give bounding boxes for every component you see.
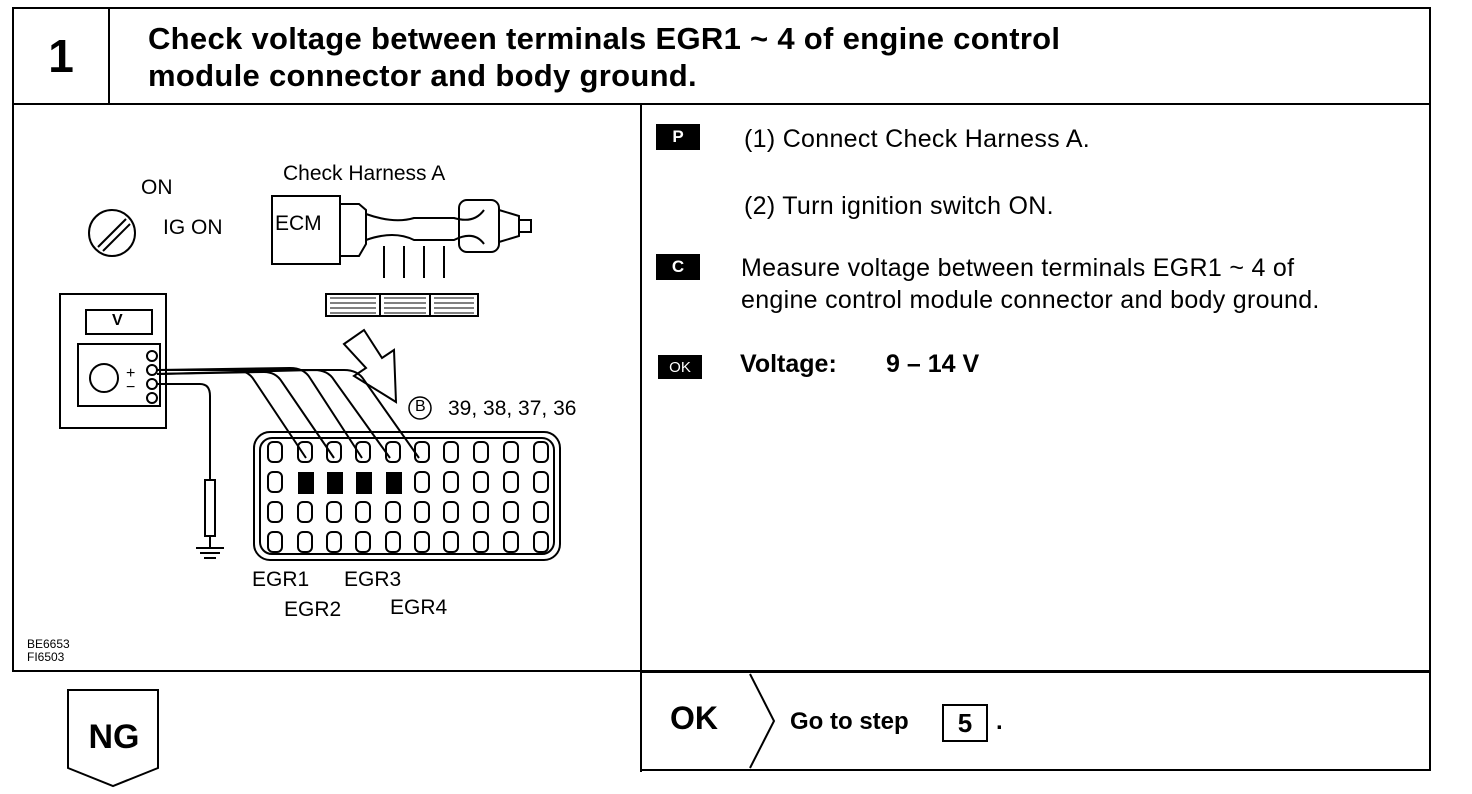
pointer-arrow-icon <box>342 328 398 404</box>
egr4-label: EGR4 <box>390 596 448 619</box>
ng-label: NG <box>88 718 140 756</box>
step-number: 1 <box>48 30 74 82</box>
egr-terminals <box>298 472 402 494</box>
figure-codes: BE6653 FI6503 <box>27 638 70 664</box>
egr1-label: EGR1 <box>252 568 310 591</box>
figure-code-1: BE6653 <box>27 637 70 651</box>
step-title-line2: module connector and body ground. <box>148 58 697 93</box>
instruction-p1: (1) Connect Check Harness A. <box>744 125 1091 153</box>
instruction-c-line2: engine control module connector and body… <box>741 286 1320 314</box>
ecm-block <box>271 195 341 265</box>
column-divider <box>640 104 642 772</box>
step-number-cell <box>12 7 110 105</box>
step-title: Check voltage between terminals EGR1 ~ 4… <box>148 20 1408 94</box>
harness-label: Check Harness A <box>283 162 446 185</box>
ecm-connector-b <box>253 431 561 561</box>
probe-leads <box>156 366 420 459</box>
instruction-p2: (2) Turn ignition switch ON. <box>744 192 1054 220</box>
instruction-c: Measure voltage between terminals EGR1 ~… <box>741 252 1411 316</box>
svg-text:+: + <box>126 365 135 382</box>
step-title-line1: Check voltage between terminals EGR1 ~ 4… <box>148 21 1061 56</box>
ok-result-box <box>640 671 1431 771</box>
connector-b-marker <box>408 396 432 420</box>
voltmeter-icon <box>59 293 167 429</box>
switch-on-label: ON <box>141 176 173 199</box>
voltage-value: 9 – 14 V <box>886 350 980 378</box>
figure-code-2: FI6503 <box>27 650 65 664</box>
ground-probe <box>157 383 224 559</box>
ignition-switch-icon <box>88 209 136 257</box>
check-harness-icon <box>325 199 532 317</box>
ok-result-label: OK <box>670 700 718 736</box>
ok-icon: OK <box>658 355 702 379</box>
terminal-numbers: 39, 38, 37, 36 <box>448 397 577 420</box>
chevron-right-icon <box>749 673 776 769</box>
ecm-label: ECM <box>275 212 322 235</box>
svg-text:−: − <box>126 379 135 396</box>
connector-terminals <box>267 441 549 553</box>
goto-step-link[interactable]: 5 <box>942 704 988 742</box>
connector-ref: B <box>415 398 426 415</box>
instruction-c-line1: Measure voltage between terminals EGR1 ~… <box>741 254 1295 282</box>
goto-dot: . <box>996 708 1003 735</box>
goto-text: Go to step <box>790 708 909 735</box>
prep-icon: P <box>656 124 700 150</box>
meter-label: V <box>112 312 123 329</box>
check-icon: C <box>656 254 700 280</box>
voltage-label: Voltage: <box>740 350 837 378</box>
step-header <box>12 7 1431 105</box>
egr3-label: EGR3 <box>344 568 402 591</box>
wiring-figure: + − <box>59 195 561 561</box>
ng-flag-icon <box>67 689 159 788</box>
switch-ig-on-label: IG ON <box>163 216 223 239</box>
egr2-label: EGR2 <box>284 598 342 621</box>
